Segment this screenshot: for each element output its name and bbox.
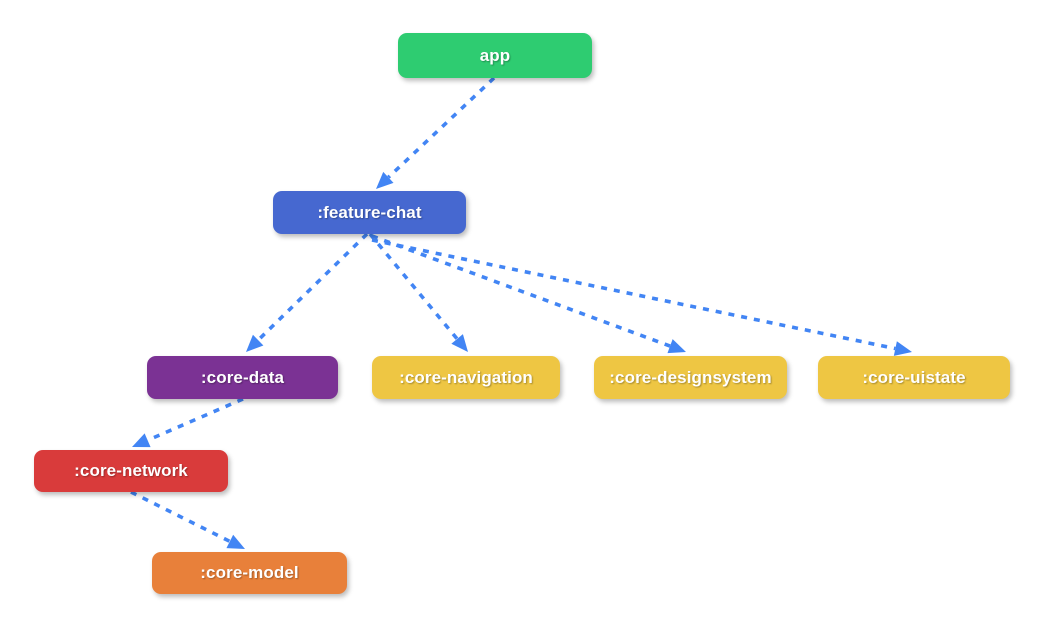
node-label: :core-model bbox=[200, 563, 299, 582]
edge-arrowhead-icon-feature-chat-to-core-designsystem bbox=[667, 339, 686, 354]
node-core-network[interactable]: :core-network bbox=[34, 450, 228, 492]
node-label: :core-data bbox=[200, 367, 285, 387]
node-label: :core-network bbox=[74, 461, 188, 480]
node-core-data[interactable]: :core-data bbox=[147, 356, 338, 399]
edge-arrowhead-icon-app-to-feature-chat bbox=[376, 171, 394, 189]
node-label: app bbox=[479, 45, 511, 65]
edge-arrowhead-icon-core-network-to-core-model bbox=[226, 534, 245, 549]
edge-line-feature-chat-to-core-uistate bbox=[371, 238, 896, 351]
edge-line-feature-chat-to-core-designsystem bbox=[371, 234, 671, 348]
edge-line-feature-chat-to-core-data bbox=[256, 232, 369, 342]
node-feature-chat[interactable]: :feature-chat bbox=[273, 191, 466, 234]
edge-arrowhead-icon-core-data-to-core-network bbox=[132, 433, 151, 448]
node-core-navigation[interactable]: :core-navigation bbox=[372, 356, 560, 399]
edge-line-feature-chat-to-core-navigation bbox=[368, 232, 459, 341]
edge-arrowhead-icon-feature-chat-to-core-uistate bbox=[893, 341, 912, 356]
edge-line-app-to-feature-chat bbox=[387, 76, 496, 179]
node-label: :feature-chat bbox=[317, 202, 422, 222]
edge-arrowhead-icon-feature-chat-to-core-navigation bbox=[451, 334, 468, 352]
edge-arrowhead-icon-feature-chat-to-core-data bbox=[246, 334, 264, 352]
node-core-designsystem[interactable]: :core-designsystem bbox=[594, 356, 787, 399]
edge-line-core-data-to-core-network bbox=[146, 397, 244, 442]
edges-group bbox=[130, 76, 912, 549]
edge-line-core-network-to-core-model bbox=[130, 490, 231, 544]
node-label: :core-designsystem bbox=[609, 367, 772, 387]
node-label: :core-uistate bbox=[862, 367, 966, 387]
node-label: :core-navigation bbox=[399, 367, 533, 387]
node-app[interactable]: app bbox=[398, 33, 592, 78]
node-core-uistate[interactable]: :core-uistate bbox=[818, 356, 1010, 399]
node-core-model[interactable]: :core-model bbox=[152, 552, 347, 594]
